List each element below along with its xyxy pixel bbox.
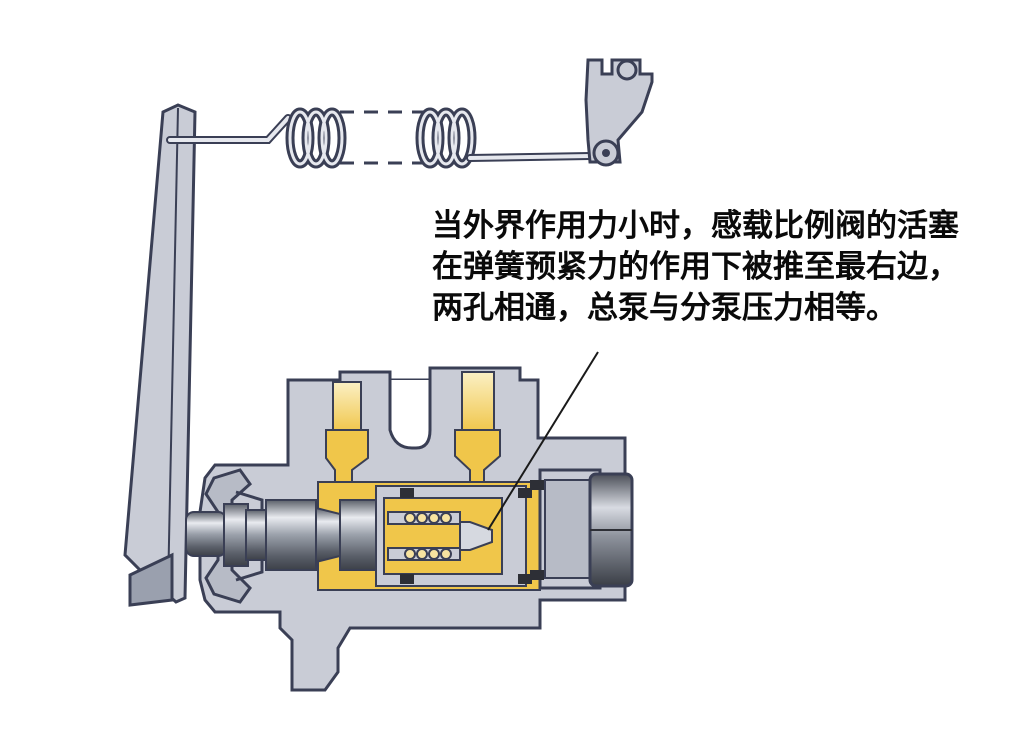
outlet-port-to-wheel-cylinder [454,371,501,491]
load-sensing-lever [123,103,197,607]
spring-coils-right [415,107,477,169]
annotation-line-3: 两孔相通，总泵与分泵压力相等。 [432,290,897,326]
proportioning-piston [387,511,493,561]
spring-coils-left [285,107,347,169]
valve-plunger [185,499,377,571]
annotation-line-1: 当外界作用力小时，感载比例阀的活塞 [432,208,959,244]
piston-spring-icon [404,512,452,560]
annotation-leader-line [487,351,599,531]
inlet-port-from-master-cylinder [325,381,369,491]
annotation-text: 当外界作用力小时，感载比例阀的活塞 在弹簧预紧力的作用下被推至最右边， 两孔相通… [432,206,1012,329]
tension-spring-rod [166,107,594,169]
annotation-line-2: 在弹簧预紧力的作用下被推至最右边， [432,249,959,285]
axle-clevis [584,58,654,167]
end-cap [530,468,634,590]
